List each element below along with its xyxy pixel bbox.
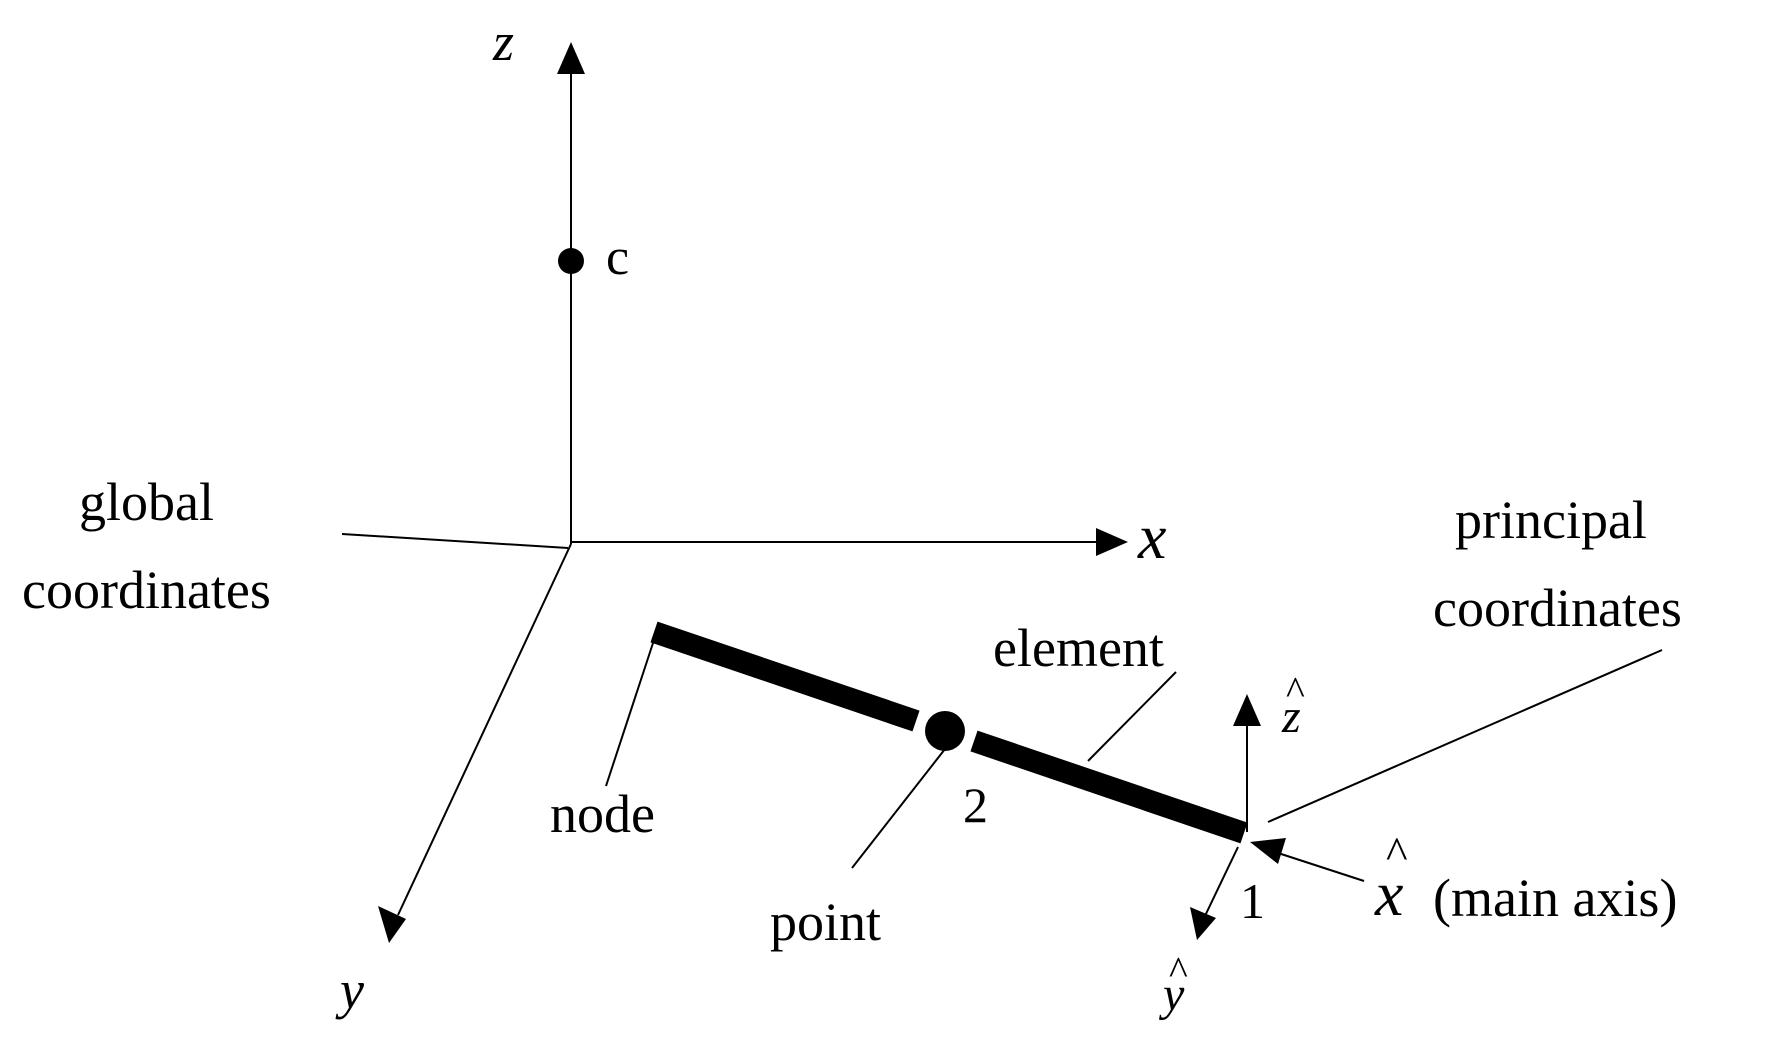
point-marker <box>925 711 965 751</box>
element-segment-left <box>650 621 920 732</box>
node-1-number: 1 <box>1240 873 1265 929</box>
global-y-axis <box>378 543 572 943</box>
principal-y-arrowhead <box>1190 907 1216 940</box>
node-label: node <box>550 784 655 844</box>
principal-z-hat: ^ <box>1286 668 1305 713</box>
principal-coordinates-leader <box>1267 649 1663 823</box>
point-c-label: c <box>606 229 629 286</box>
z-axis-arrowhead <box>557 42 585 74</box>
x-axis-arrowhead <box>1096 528 1128 556</box>
global-z-axis <box>557 42 585 544</box>
global-coordinates-leader <box>341 533 569 549</box>
point-label: point <box>770 892 881 952</box>
principal-y-hat: ^ <box>1169 948 1188 993</box>
point-leader <box>851 748 946 869</box>
point-c-marker <box>558 248 584 274</box>
principal-z-label: z <box>1281 690 1301 743</box>
global-x-label: x <box>1137 501 1166 572</box>
element-leader <box>1087 671 1177 762</box>
main-axis-note: (main axis) <box>1433 868 1677 928</box>
element-segment-right <box>970 730 1248 844</box>
principal-y-axis <box>1190 846 1239 940</box>
principal-coordinates-label-line2: coordinates <box>1433 578 1682 638</box>
principal-x-hat: ^ <box>1386 827 1408 878</box>
node-leader <box>605 639 655 787</box>
node-2-number: 2 <box>963 777 988 833</box>
principal-x-label: x <box>1374 858 1403 929</box>
principal-z-axis <box>1233 694 1261 832</box>
principal-z-arrowhead <box>1233 694 1261 726</box>
principal-coordinates-label-line1: principal <box>1455 490 1647 550</box>
y-axis-arrowhead <box>378 906 406 943</box>
principal-x-axis <box>1250 838 1365 882</box>
element-label: element <box>993 618 1164 678</box>
global-coordinates-label-line1: global <box>79 472 214 532</box>
global-coordinates-label-line2: coordinates <box>22 560 271 620</box>
principal-y-label: y <box>1158 968 1185 1021</box>
global-z-label: z <box>492 12 514 72</box>
global-x-axis <box>571 528 1128 556</box>
global-y-label: y <box>335 960 364 1020</box>
principal-x-arrowhead <box>1250 838 1286 864</box>
